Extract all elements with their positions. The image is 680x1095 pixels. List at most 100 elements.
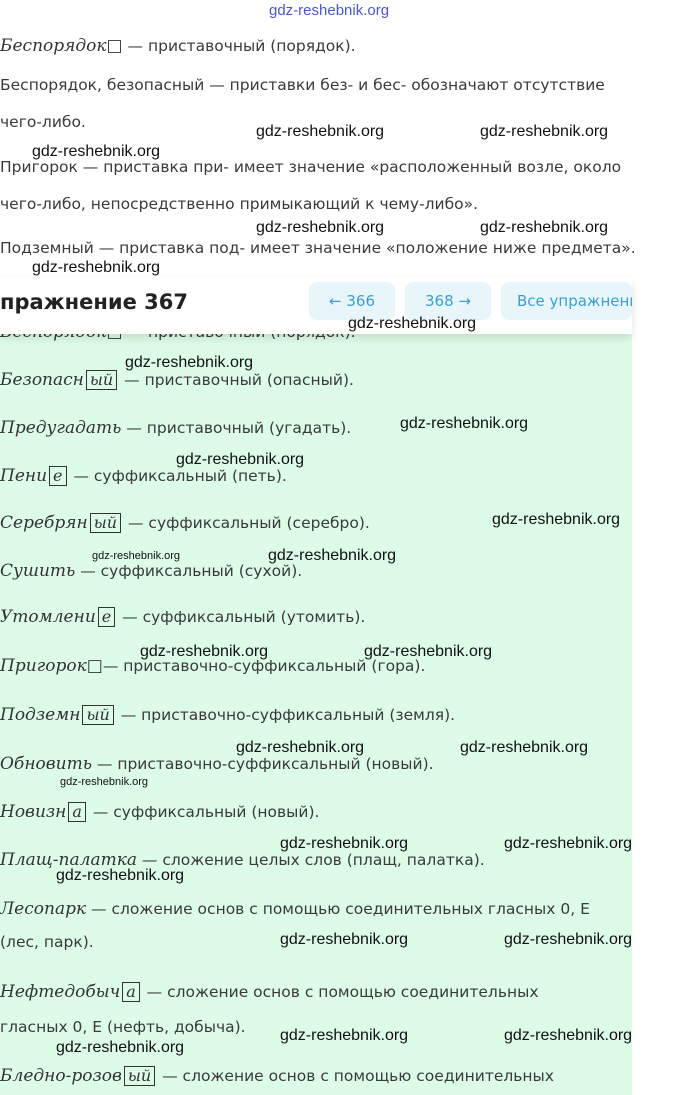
analysis-text: — суффиксальный (петь). xyxy=(68,467,287,485)
analysis-text: — сложение основ с помощью соединительны… xyxy=(86,900,590,918)
analyzed-word: Бледно-розов xyxy=(0,1066,122,1086)
watermark: gdz-reshebnik.org xyxy=(125,354,254,371)
analysis-text: — сложение основ с помощью соединительны… xyxy=(157,1067,554,1085)
analyzed-word: Лесопарк xyxy=(0,899,87,919)
word-ending-box: ый xyxy=(89,513,122,533)
watermark: gdz-reshebnik.org xyxy=(492,511,621,528)
analyzed-word: Беспорядок□ xyxy=(0,36,123,56)
analysis-text: — приставочно-суффиксальный (земля). xyxy=(115,706,456,724)
all-exercises-button[interactable]: Все упражнени xyxy=(501,282,632,320)
watermark: gdz-reshebnik.org xyxy=(256,219,385,236)
analyzed-word: Нефтедобыч xyxy=(0,982,121,1002)
next-exercise-button[interactable]: 368 → xyxy=(405,282,491,320)
analyzed-word: Обновить xyxy=(0,754,92,774)
analyzed-word: Пени xyxy=(0,466,48,486)
watermark: gdz-reshebnik.org xyxy=(480,219,609,236)
word-ending-box: ый xyxy=(85,370,118,390)
word-ending-box: а xyxy=(122,982,140,1002)
paragraph-text: чего-либо, непосредственно примыкающий к… xyxy=(0,195,479,213)
watermark: gdz-reshebnik.org xyxy=(140,643,269,660)
prev-exercise-button[interactable]: ← 366 xyxy=(309,282,395,320)
watermark: gdz-reshebnik.org xyxy=(504,931,633,948)
text-line: Пригорок — приставка при- имеет значение… xyxy=(0,157,621,176)
analyzed-word: Утомлени xyxy=(0,607,96,627)
watermark: gdz-reshebnik.org xyxy=(348,315,477,332)
analysis-text: — сложение основ с помощью соединительны… xyxy=(141,983,539,1001)
watermark: gdz-reshebnik.org xyxy=(480,123,609,140)
analyzed-word: Сушить xyxy=(0,561,76,581)
text-line: Беспорядок, безопасный — приставки без- … xyxy=(0,75,605,94)
analysis-text: — суффиксальный (серебро). xyxy=(123,514,370,532)
word-analysis-row: Плащ-палатка — сложение целых слов (плащ… xyxy=(0,850,485,870)
watermark: gdz-reshebnik.org xyxy=(56,1039,185,1056)
text-line: чего-либо. xyxy=(0,112,86,131)
watermark: gdz-reshebnik.org xyxy=(268,547,397,564)
analyzed-word: Пригорок□ xyxy=(0,656,103,676)
analysis-text: — суффиксальный (новый). xyxy=(87,803,320,821)
word-analysis-row: Обновить — приставочно-суффиксальный (но… xyxy=(0,754,434,774)
watermark: gdz-reshebnik.org xyxy=(60,776,149,788)
word-analysis-row: Лесопарк — сложение основ с помощью соед… xyxy=(0,899,590,919)
watermark: gdz-reshebnik.org xyxy=(269,2,390,19)
watermark: gdz-reshebnik.org xyxy=(236,739,365,756)
paragraph-text: Беспорядок, безопасный — приставки без- … xyxy=(0,76,605,94)
analysis-text: (лес, парк). xyxy=(0,933,94,951)
watermark: gdz-reshebnik.org xyxy=(504,835,633,852)
word-ending-box: а xyxy=(68,802,86,822)
analyzed-word: Серебрян xyxy=(0,513,88,533)
analysis-text: — приставочный (угадать). xyxy=(121,419,352,437)
word-ending-box: е xyxy=(97,607,116,627)
page-title: пражнение 367 xyxy=(0,290,188,314)
text-line: Подземный — приставка под- имеет значени… xyxy=(0,238,636,257)
word-analysis-row: (лес, парк). xyxy=(0,932,94,951)
analysis-text: — суффиксальный (утомить). xyxy=(117,608,366,626)
analysis-text: — суффиксальный (сухой). xyxy=(75,562,303,580)
watermark: gdz-reshebnik.org xyxy=(256,123,385,140)
word-analysis-row: Предугадать — приставочный (угадать). xyxy=(0,418,351,438)
watermark: gdz-reshebnik.org xyxy=(504,1027,633,1044)
analyzed-word: Плащ-палатка xyxy=(0,850,137,870)
analysis-text: — приставочный (опасный). xyxy=(119,371,354,389)
watermark: gdz-reshebnik.org xyxy=(280,1027,409,1044)
analyzed-word: Новизн xyxy=(0,802,67,822)
analysis-text: — приставочно-суффиксальный (гора). xyxy=(102,657,426,675)
word-analysis-row: гласных 0, Е (нефть, добыча). xyxy=(0,1017,246,1036)
word-ending-box: ый xyxy=(123,1066,156,1086)
watermark: gdz-reshebnik.org xyxy=(56,867,185,884)
word-analysis-row: Пригорок□— приставочно-суффиксальный (го… xyxy=(0,656,425,676)
watermark: gdz-reshebnik.org xyxy=(176,451,305,468)
word-ending-box: е xyxy=(49,466,67,486)
analysis-text: — сложение целых слов (плащ, палатка). xyxy=(137,851,485,869)
analysis-text: гласных 0, Е (нефть, добыча). xyxy=(0,1018,246,1036)
watermark: gdz-reshebnik.org xyxy=(460,739,589,756)
paragraph-text: Подземный — приставка под- имеет значени… xyxy=(0,239,636,257)
watermark: gdz-reshebnik.org xyxy=(364,643,493,660)
watermark: gdz-reshebnik.org xyxy=(32,143,161,160)
analysis-text: — приставочно-суффиксальный (новый). xyxy=(91,755,434,773)
watermark: gdz-reshebnik.org xyxy=(32,259,161,276)
paragraph-text: чего-либо. xyxy=(0,113,86,131)
paragraph-text: Пригорок — приставка при- имеет значение… xyxy=(0,158,622,176)
word-analysis-row: Сушить — суффиксальный (сухой). xyxy=(0,561,302,581)
exercise-header: пражнение 367 ← 366 368 → Все упражнени xyxy=(0,278,632,334)
text-line: Беспорядок□ — приставочный (порядок). xyxy=(0,36,356,56)
analyzed-word: Предугадать xyxy=(0,418,122,438)
analysis-text: — приставочный (порядок). xyxy=(122,37,356,55)
watermark: gdz-reshebnik.org xyxy=(400,415,529,432)
answer-area xyxy=(0,320,632,1095)
watermark: gdz-reshebnik.org xyxy=(280,835,409,852)
text-line: чего-либо, непосредственно примыкающий к… xyxy=(0,194,478,213)
watermark: gdz-reshebnik.org xyxy=(280,931,409,948)
watermark: gdz-reshebnik.org xyxy=(92,550,181,562)
word-ending-box: ый xyxy=(82,705,114,725)
analyzed-word: Подземн xyxy=(0,705,81,725)
analyzed-word: Безопасн xyxy=(0,370,84,390)
